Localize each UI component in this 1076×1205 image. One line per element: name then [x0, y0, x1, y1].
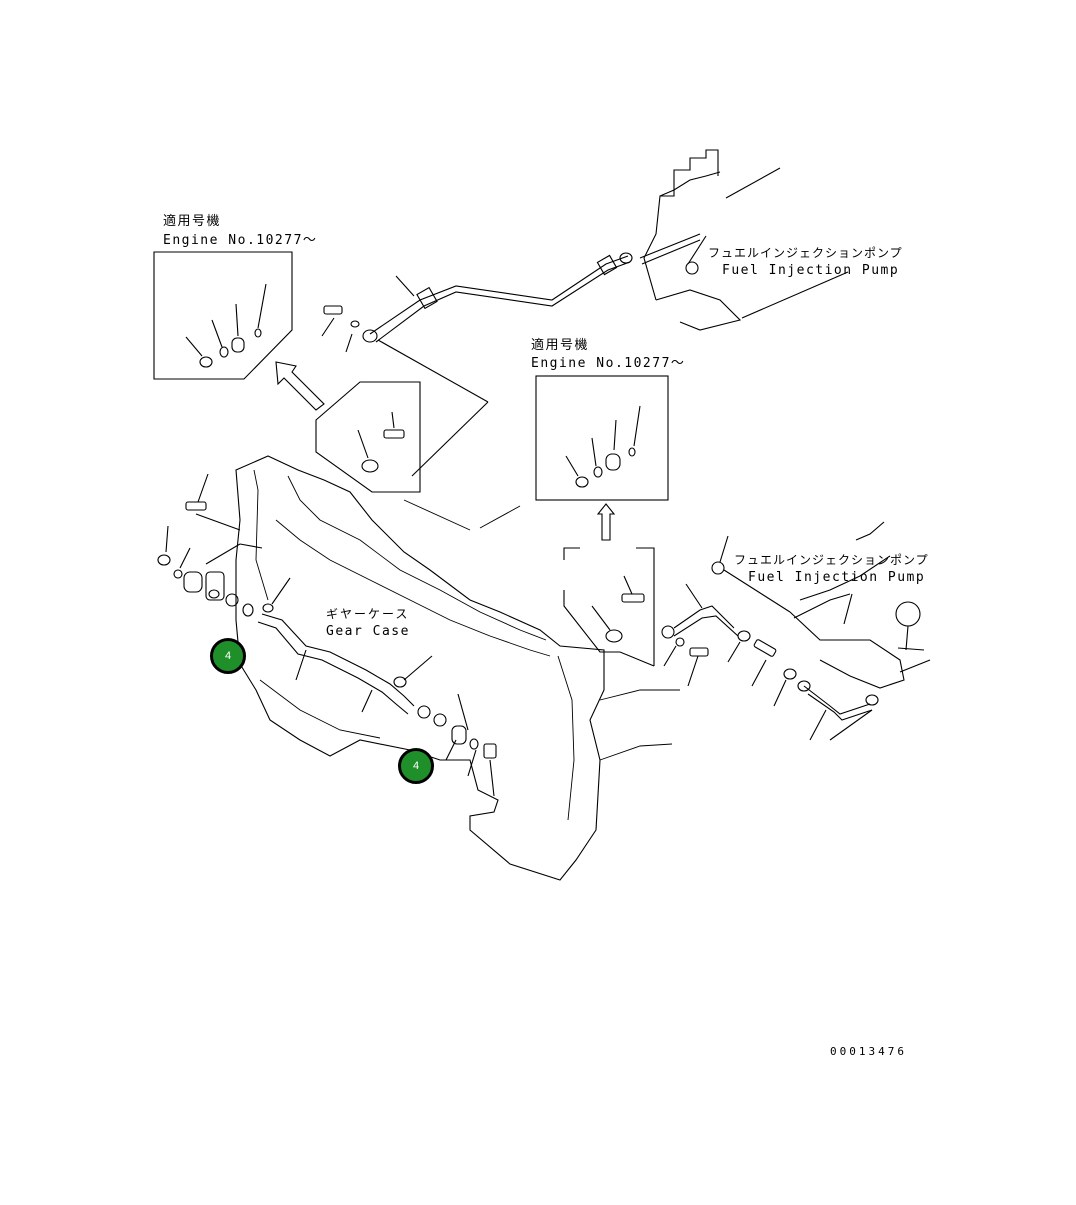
inset-left-parts: [185, 283, 267, 368]
inset-right-parts: [565, 405, 641, 488]
fuel-pump-top-label-en: Fuel Injection Pump: [722, 263, 900, 278]
part-marker-4-right[interactable]: 4: [398, 748, 434, 784]
inset-box-left: [153, 251, 293, 380]
gear-case-outline: [235, 455, 605, 881]
fuel-pump-top-label-jp: フュエルインジェクションポンプ: [708, 246, 903, 260]
inset-left-label-en: Engine No.10277〜: [163, 233, 318, 248]
detail-box-left: [315, 381, 421, 493]
drawing-number: 00013476: [830, 1045, 907, 1058]
arrow-right-inset: [596, 503, 616, 541]
inset-right-label-jp: 適用号機: [531, 338, 590, 353]
arrow-left-inset: [275, 361, 325, 411]
inset-left-label-jp: 適用号機: [163, 214, 222, 229]
inset-box-right: [535, 375, 669, 501]
fuel-pump-right-label-jp: フュエルインジェクションポンプ: [734, 553, 929, 567]
fuel-pump-right-label-en: Fuel Injection Pump: [748, 570, 926, 585]
gear-case-label-jp: ギヤーケース: [326, 607, 410, 621]
inset-right-label-en: Engine No.10277〜: [531, 356, 686, 371]
gear-case-label-en: Gear Case: [326, 624, 410, 639]
part-marker-4-left[interactable]: 4: [210, 638, 246, 674]
